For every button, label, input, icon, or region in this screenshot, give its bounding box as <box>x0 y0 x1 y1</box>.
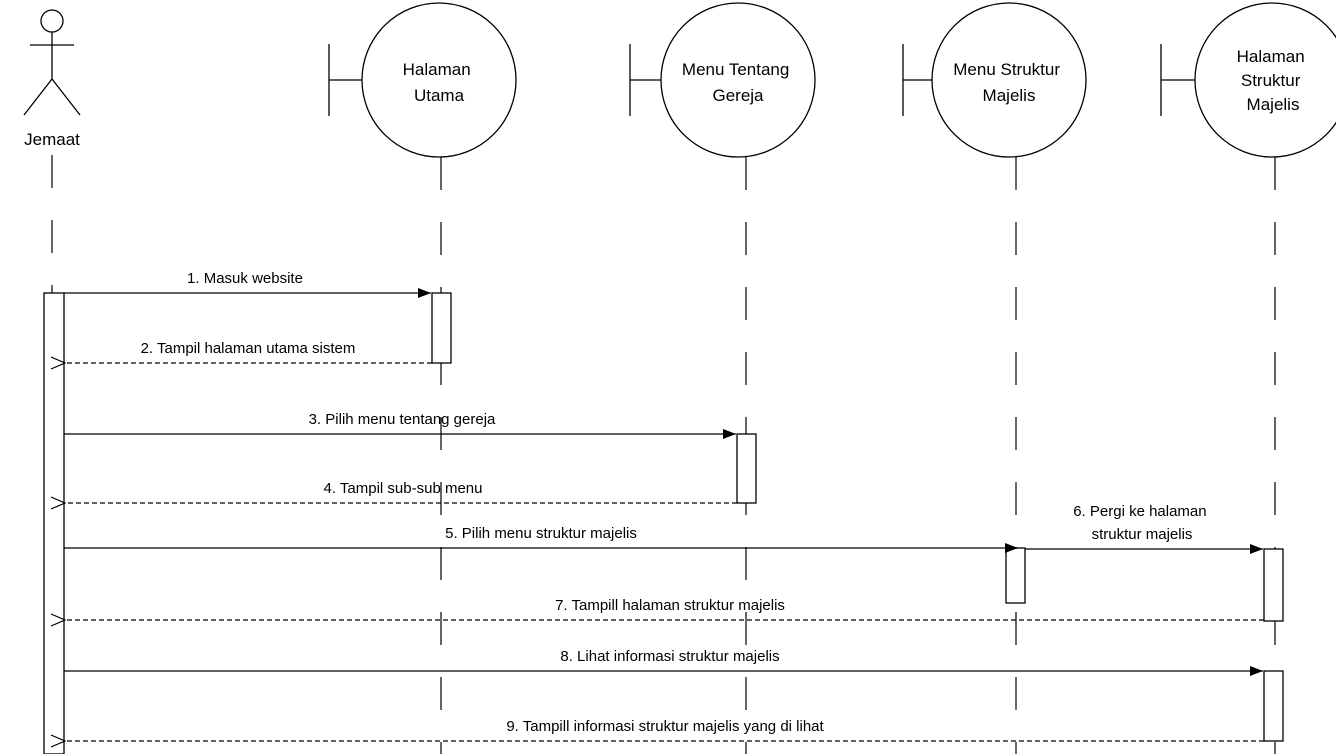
activation-halaman-struktur-majelis-1 <box>1263 548 1284 622</box>
actor-label: Jemaat <box>24 130 80 149</box>
message-5: 5. Pilih menu struktur majelis <box>64 525 1018 553</box>
boundary-label: Menu Tentang Gereja <box>682 60 794 105</box>
boundary-label-line: Majelis <box>983 86 1036 105</box>
message-label-line: 6. Pergi ke halaman <box>1073 503 1206 520</box>
boundary-label-line: Halaman <box>403 60 471 79</box>
boundary-label-line: Menu Struktur <box>953 60 1060 79</box>
boundary-label-line: Utama <box>414 86 465 105</box>
activation-halaman-utama <box>431 292 452 364</box>
activation-jemaat <box>43 292 65 754</box>
activation-halaman-struktur-majelis-2 <box>1263 670 1284 742</box>
actor-jemaat: Jemaat <box>23 9 81 149</box>
boundary-label: Halaman Utama <box>403 60 476 105</box>
message-4: 4. Tampil sub-sub menu <box>65 480 737 503</box>
boundary-halaman-utama: Halaman Utama <box>328 2 517 158</box>
message-label: 5. Pilih menu struktur majelis <box>445 525 637 542</box>
message-2: 2. Tampil halaman utama sistem <box>65 340 432 363</box>
message-9: 9. Tampill informasi struktur majelis ya… <box>65 718 1264 741</box>
message-label: 2. Tampil halaman utama sistem <box>141 340 356 357</box>
activation-menu-struktur-majelis <box>1005 547 1026 604</box>
boundary-menu-tentang-gereja: Menu Tentang Gereja <box>629 2 816 158</box>
boundary-halaman-struktur-majelis: Halaman Struktur Majelis <box>1160 2 1336 158</box>
boundary-label-line: Menu Tentang <box>682 60 789 79</box>
message-label: 9. Tampill informasi struktur majelis ya… <box>506 718 824 735</box>
message-6: 6. Pergi ke halaman struktur majelis <box>1025 503 1263 554</box>
boundary-label: Halaman Struktur Majelis <box>1237 47 1310 114</box>
boundary-label-line: Majelis <box>1247 95 1300 114</box>
boundary-label-line: Gereja <box>712 86 764 105</box>
message-label: 4. Tampil sub-sub menu <box>324 480 483 497</box>
boundary-label-line: Halaman <box>1237 47 1305 66</box>
message-label: 6. Pergi ke halaman struktur majelis <box>1073 503 1211 543</box>
boundary-label: Menu Struktur Majelis <box>953 60 1065 105</box>
message-7: 7. Tampill halaman struktur majelis <box>65 597 1264 620</box>
message-label: 7. Tampill halaman struktur majelis <box>555 597 785 614</box>
boundary-label-line: Struktur <box>1241 71 1301 90</box>
message-label: 3. Pilih menu tentang gereja <box>309 411 496 428</box>
message-label: 1. Masuk website <box>187 270 303 287</box>
boundary-menu-struktur-majelis: Menu Struktur Majelis <box>902 2 1087 158</box>
message-label-line: struktur majelis <box>1092 526 1193 543</box>
activation-menu-tentang-gereja <box>736 433 757 504</box>
message-label: 8. Lihat informasi struktur majelis <box>560 648 779 665</box>
message-8: 8. Lihat informasi struktur majelis <box>64 648 1263 676</box>
message-3: 3. Pilih menu tentang gereja <box>64 411 736 439</box>
message-1: 1. Masuk website <box>64 270 431 298</box>
